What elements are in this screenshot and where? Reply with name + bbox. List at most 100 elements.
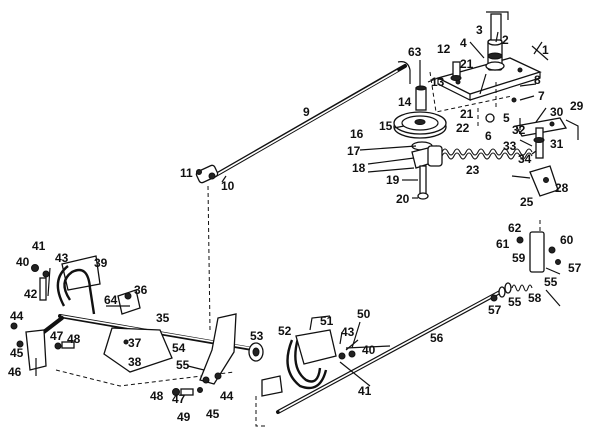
lower-bolt-47-48-49	[172, 387, 203, 396]
callout-8: 8	[534, 73, 541, 87]
callout-53: 53	[250, 329, 264, 343]
callout-57-right: 57	[568, 261, 582, 275]
callout-45-left: 45	[10, 346, 24, 360]
dashed-guide-bottom	[255, 396, 268, 427]
control-rod-9	[212, 61, 411, 178]
callout-5: 5	[503, 111, 510, 125]
callout-49: 49	[177, 410, 191, 424]
callout-11: 11	[180, 166, 193, 180]
callout-25: 25	[520, 195, 534, 209]
callout-54: 54	[172, 341, 186, 355]
right-lever-59-62	[516, 220, 561, 275]
callout-43-left: 43	[55, 251, 69, 265]
callout-40-right: 40	[362, 343, 376, 357]
callout-12: 12	[437, 42, 451, 56]
callout-15: 15	[379, 119, 393, 133]
collar-53	[248, 342, 264, 362]
rod-end-clevis-10-11	[195, 164, 219, 184]
idler-arm-16-17-18	[411, 141, 443, 200]
leader-lines	[106, 31, 561, 387]
callout-48-bottom: 48	[150, 389, 164, 403]
shield-plate-38	[103, 327, 173, 373]
dashed-guides-top	[429, 71, 513, 126]
callout-61: 61	[496, 237, 510, 251]
callout-44-left: 44	[10, 309, 24, 323]
callout-34: 34	[518, 152, 532, 166]
callout-17: 17	[347, 144, 361, 158]
callout-63: 63	[408, 45, 422, 59]
callout-52: 52	[278, 324, 292, 338]
left-pedal-bracket-39-43	[31, 255, 101, 301]
callout-18: 18	[352, 161, 366, 175]
callout-16: 16	[350, 127, 364, 141]
callout-29: 29	[570, 99, 584, 113]
callout-44-bottom: 44	[220, 389, 234, 403]
callout-64: 64	[104, 293, 118, 307]
callout-32: 32	[512, 123, 526, 137]
callout-35: 35	[156, 311, 170, 325]
callout-13: 13	[431, 75, 445, 89]
callout-43-right: 43	[341, 325, 355, 339]
callout-37: 37	[128, 336, 142, 350]
callout-23: 23	[466, 163, 480, 177]
callout-38: 38	[128, 355, 142, 369]
callout-39: 39	[94, 256, 108, 270]
arm-36-64	[117, 289, 141, 315]
callout-48-left: 48	[67, 332, 81, 346]
right-pedal-arm	[261, 337, 328, 397]
callout-56: 56	[430, 331, 444, 345]
callout-7: 7	[538, 89, 545, 103]
callout-10: 10	[221, 179, 235, 193]
callout-41-right: 41	[358, 384, 372, 398]
callout-60: 60	[560, 233, 574, 247]
callout-6: 6	[485, 129, 492, 143]
callout-20: 20	[396, 192, 410, 206]
pivot-shaft-14	[415, 85, 427, 111]
upper-bolts-12-21	[450, 61, 462, 81]
bolt-47-48-left	[54, 341, 75, 350]
bolt-5-6-7-8	[485, 83, 537, 123]
callout-47-left: 47	[50, 329, 64, 343]
callout-59: 59	[512, 251, 526, 265]
center-lever-54	[199, 313, 237, 385]
callout-31: 31	[550, 137, 564, 151]
callout-40-left: 40	[16, 255, 30, 269]
callout-41-left: 41	[32, 239, 46, 253]
callout-55-mid: 55	[508, 295, 522, 309]
callout-28: 28	[555, 181, 569, 195]
callout-57-mid: 57	[488, 303, 502, 317]
callout-62: 62	[508, 221, 522, 235]
callout-2: 2	[502, 33, 509, 47]
callout-4: 4	[460, 36, 467, 50]
top-bolt-stack-2-3-4	[485, 11, 509, 71]
callout-labels: 3 2 4 1 63 12 21 13 8 7 9 14 21 5 30 29 …	[8, 23, 584, 424]
tension-bracket-31-34	[514, 117, 579, 159]
callout-9: 9	[303, 105, 310, 119]
callout-33: 33	[503, 139, 517, 153]
callout-47-bottom: 47	[172, 392, 186, 406]
callout-46: 46	[8, 365, 22, 379]
long-rod-56	[276, 290, 502, 414]
bolt-40-43-50	[338, 339, 359, 360]
callout-30: 30	[550, 105, 564, 119]
pedal-bracket-51-52	[295, 315, 337, 365]
callout-21-upper: 21	[460, 57, 474, 71]
pedal-bracket-44-46	[10, 322, 47, 376]
callout-1: 1	[542, 43, 549, 57]
dashed-guide-lower-left	[55, 369, 235, 387]
rod-fittings-55-57-58	[490, 282, 533, 302]
callout-21-lower: 21	[460, 107, 474, 121]
callout-36: 36	[134, 283, 148, 297]
bracket-25-28	[511, 165, 559, 197]
callout-51: 51	[320, 314, 334, 328]
callout-14: 14	[398, 95, 412, 109]
callout-58: 58	[528, 291, 542, 305]
callout-22: 22	[456, 121, 470, 135]
callout-3: 3	[476, 23, 483, 37]
callout-55-right: 55	[544, 275, 558, 289]
pulley-15	[393, 111, 447, 139]
callout-55-center: 55	[176, 358, 190, 372]
callout-45-bottom: 45	[206, 407, 220, 421]
callout-42: 42	[24, 287, 38, 301]
